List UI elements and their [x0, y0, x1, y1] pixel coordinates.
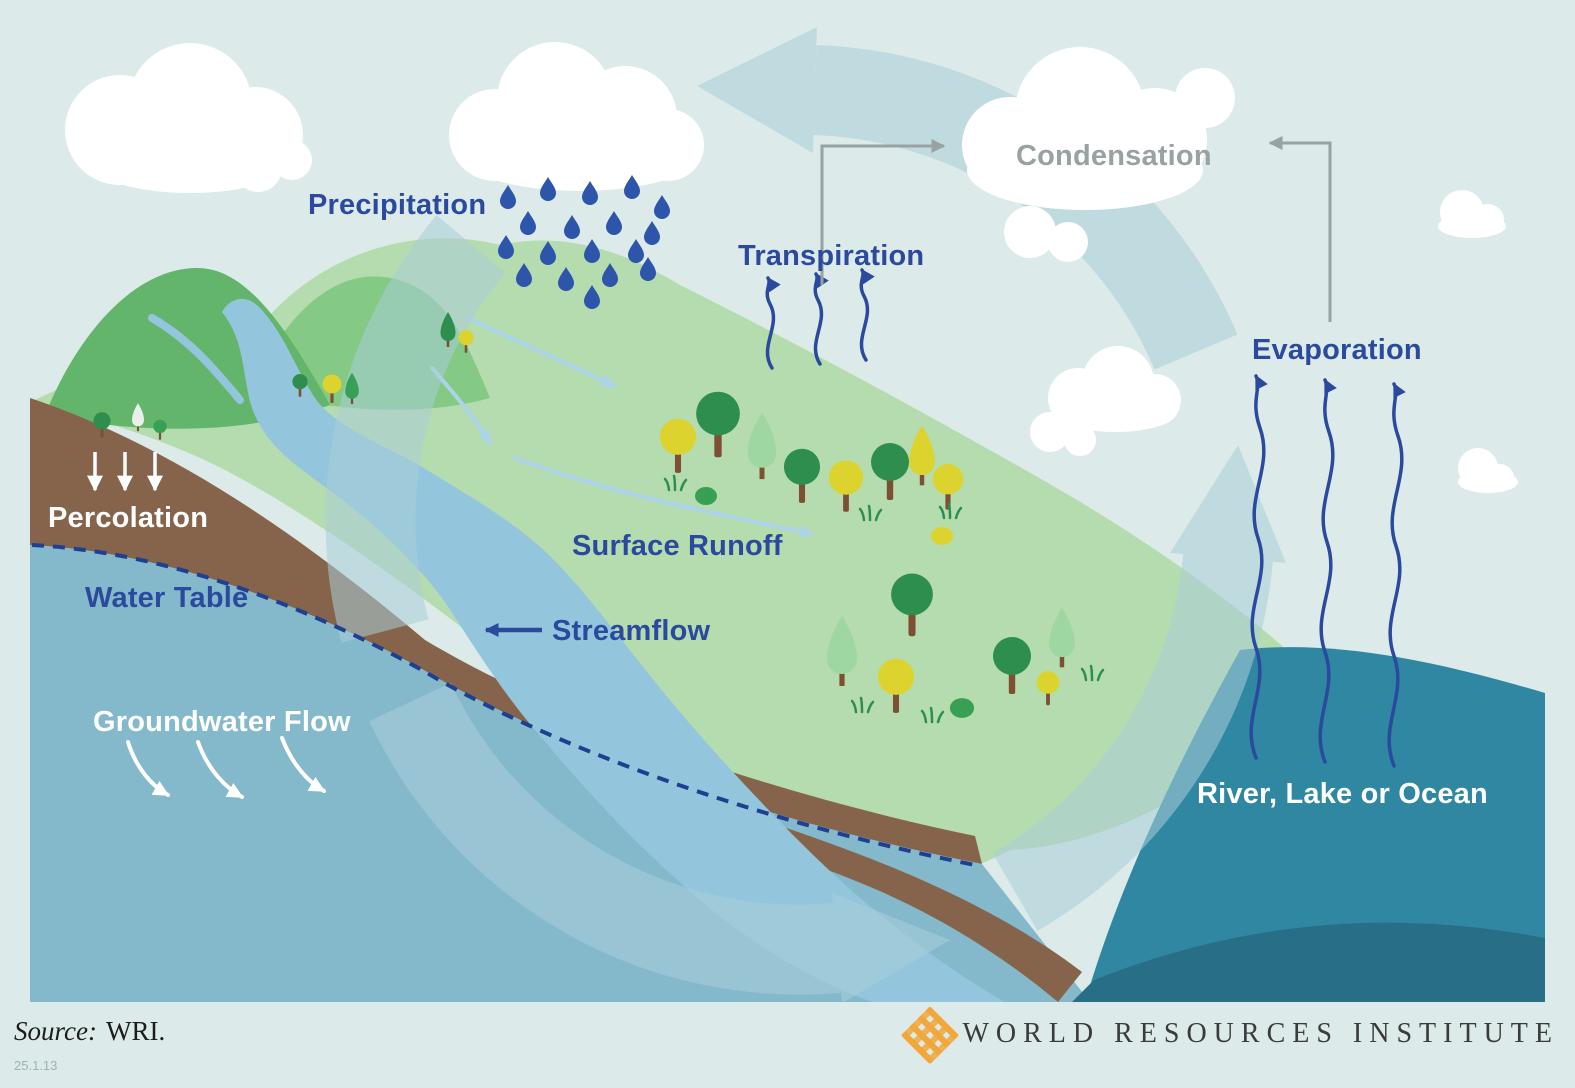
cloud-icon: [962, 47, 1235, 262]
soil-layer: [30, 398, 982, 864]
bush-icon: [931, 527, 953, 545]
transpiration-to-condensation-arrow: [820, 139, 946, 285]
cloud-icon: [1438, 190, 1506, 238]
label-condensation: Condensation: [1016, 140, 1212, 172]
percolation-arrows: [87, 452, 163, 492]
wri-logo-icon: [901, 1007, 959, 1064]
bush-icon: [695, 487, 717, 505]
source-line: Source: WRI.: [14, 1016, 165, 1047]
evaporation-arrows: [1249, 374, 1406, 768]
evaporation-to-condensation-arrow: [1268, 136, 1332, 322]
tributary-stream: [148, 314, 244, 404]
bush-icon: [949, 698, 975, 718]
cloud-icon: [449, 42, 704, 191]
ocean-front-face: [1072, 922, 1545, 1002]
water-table-line: [31, 543, 981, 868]
label-river-lake-ocean: River, Lake or Ocean: [1197, 778, 1488, 810]
figure-number: 25.1.13: [14, 1058, 58, 1073]
source-prefix: Source:: [14, 1016, 97, 1046]
clouds: [65, 42, 1518, 493]
label-percolation: Percolation: [48, 502, 209, 534]
label-groundwater-flow: Groundwater Flow: [93, 706, 351, 738]
source-value: WRI.: [105, 1016, 166, 1046]
label-water-table: Water Table: [85, 582, 249, 614]
cloud-icon: [1030, 346, 1181, 456]
org-name: WORLD RESOURCES INSTITUTE: [962, 1018, 1559, 1049]
condensation-connectors: [820, 136, 1332, 322]
label-precipitation: Precipitation: [308, 189, 487, 221]
label-transpiration: Transpiration: [738, 240, 925, 272]
cloud-icon: [65, 43, 312, 193]
label-evaporation: Evaporation: [1252, 334, 1422, 366]
transpiration-arrows: [765, 268, 875, 370]
label-surface-runoff: Surface Runoff: [572, 530, 783, 562]
groundwater-flow-arrows: [126, 736, 326, 799]
label-streamflow: Streamflow: [552, 615, 711, 647]
cloud-icon: [1458, 448, 1518, 493]
